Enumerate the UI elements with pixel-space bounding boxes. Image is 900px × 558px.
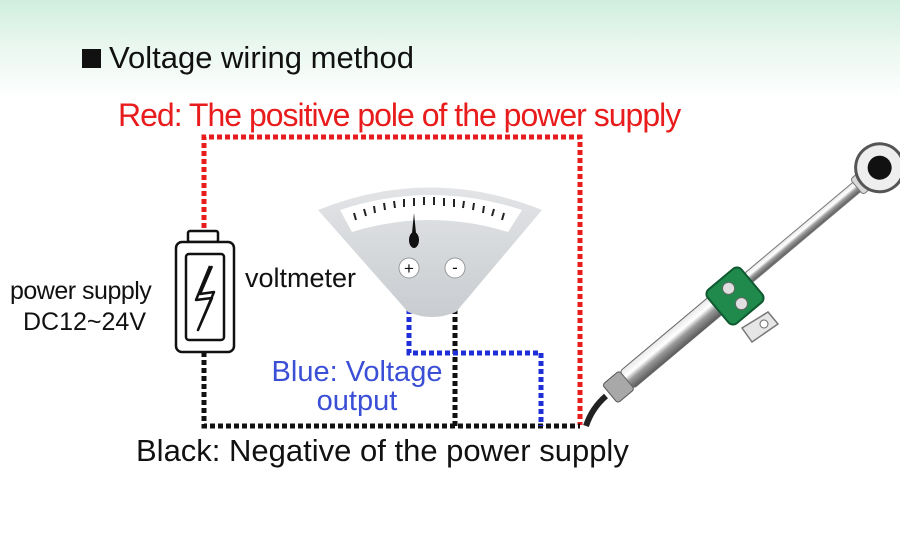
black-wire [201, 277, 580, 429]
red-wire [201, 134, 583, 425]
power-supply-spec: DC12~24V [23, 308, 146, 336]
black-wire-label: Black: Negative of the power supply [136, 433, 629, 468]
blue-wire-label-line2: output [316, 385, 398, 417]
blue-wire-label-line1: Blue: Voltage [271, 356, 443, 388]
displacement-sensor-icon [583, 142, 900, 428]
terminal-minus: - [452, 258, 458, 277]
voltmeter-label: voltmeter [245, 263, 357, 293]
heading-text: Voltage wiring method [109, 40, 415, 75]
blue-wire-label: Blue: Voltage output [262, 358, 452, 416]
voltmeter-icon: + - [318, 187, 542, 317]
red-wire-label: Red: The positive pole of the power supp… [118, 97, 681, 133]
blue-wire [406, 277, 544, 426]
square-bullet-icon [82, 48, 101, 68]
power-supply-icon [174, 229, 236, 354]
diagram-heading: Voltage wiring method [82, 40, 414, 76]
power-supply-label: power supply [10, 277, 152, 305]
terminal-plus: + [404, 259, 414, 278]
